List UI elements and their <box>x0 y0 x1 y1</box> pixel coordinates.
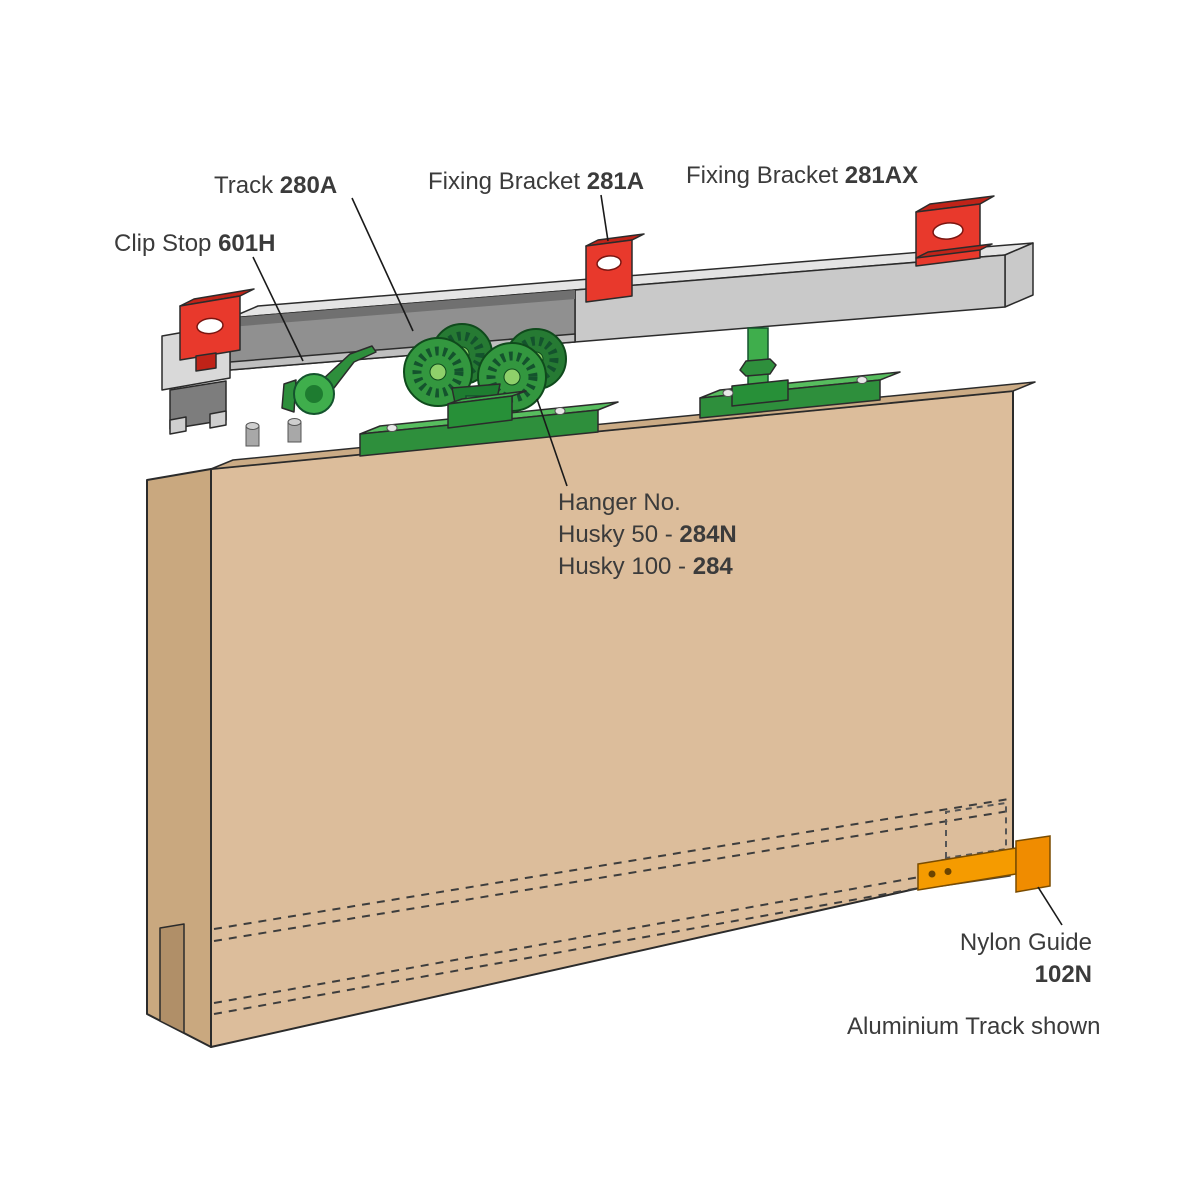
hanger-plate-front <box>359 409 599 457</box>
hanger-plate-front <box>699 379 881 419</box>
fixing-bracket-281a-text: Fixing Bracket <box>428 168 587 195</box>
bracket-hole <box>932 222 964 240</box>
hanger-assembly-rear <box>699 327 901 419</box>
hanger-row-code: 284N <box>679 521 737 548</box>
fixing-bracket-281a-code: 281A <box>586 168 645 195</box>
fixing-bracket-281ax-text: Fixing Bracket <box>686 162 845 189</box>
leader-bracket-281a <box>600 194 609 242</box>
hanger-row-text: Husky 50 - <box>558 521 680 548</box>
guide-screw <box>944 868 952 875</box>
nylon-guide <box>917 801 1051 893</box>
leader-hanger <box>536 398 568 487</box>
caption: Aluminium Track shown <box>847 1013 1101 1040</box>
door-panel <box>146 381 1036 1048</box>
hanger-row-text: Husky 100 - <box>558 553 693 580</box>
hanger-plate-boss <box>447 395 513 429</box>
clip-stop-code: 601H <box>218 230 276 257</box>
fixing-bracket-281ax-code: 281AX <box>844 162 919 189</box>
hanger-row-code: 284 <box>692 553 733 580</box>
nylon-guide-label: Nylon Guide 102N <box>940 927 1092 991</box>
plate-screw <box>386 424 398 432</box>
leader-clip-stop <box>252 256 304 362</box>
hanger-plate-boss <box>731 379 789 407</box>
clip-stop <box>281 345 377 415</box>
plate-screw <box>856 376 868 384</box>
guide-bracket-upright <box>1015 835 1051 893</box>
plate-screw <box>722 389 734 397</box>
track-end-cap-right <box>1004 242 1034 308</box>
clip-stop-label: Clip Stop 601H <box>114 228 275 260</box>
track-label: Track 280A <box>214 170 337 202</box>
leader-track <box>351 197 414 332</box>
leader-nylon-guide <box>1037 886 1063 926</box>
fixing-bracket-281a-label: Fixing Bracket 281A <box>428 166 644 198</box>
fixing-bracket-281ax-label: Fixing Bracket 281AX <box>686 160 918 192</box>
nylon-guide-code: 102N <box>1034 961 1092 988</box>
bracket-hole <box>596 255 622 271</box>
fixing-bracket-left <box>179 288 255 372</box>
bracket-hole <box>196 317 224 335</box>
track-label-code: 280A <box>279 172 338 199</box>
fixing-bracket-281a <box>585 233 645 303</box>
hanger-nut <box>739 358 777 377</box>
nylon-guide-name: Nylon Guide <box>959 929 1092 956</box>
hanger-label-row: Husky 50 - 284N <box>558 519 737 551</box>
hanger-label-title: Hanger No. <box>558 489 681 516</box>
track-screws <box>245 418 302 447</box>
track-label-text: Track <box>214 172 280 199</box>
hanger-label-row: Husky 100 - 284 <box>558 551 737 583</box>
fixing-bracket-281ax <box>915 195 995 267</box>
hanger-assembly-front <box>359 323 619 457</box>
guide-screw <box>928 870 936 878</box>
plate-screw <box>554 407 566 415</box>
door-groove-notch <box>159 923 185 1034</box>
clip-stop-text: Clip Stop <box>114 230 219 257</box>
leader-lines <box>252 194 1063 926</box>
hanger-label: Hanger No. Husky 50 - 284N Husky 100 - 2… <box>558 487 737 583</box>
